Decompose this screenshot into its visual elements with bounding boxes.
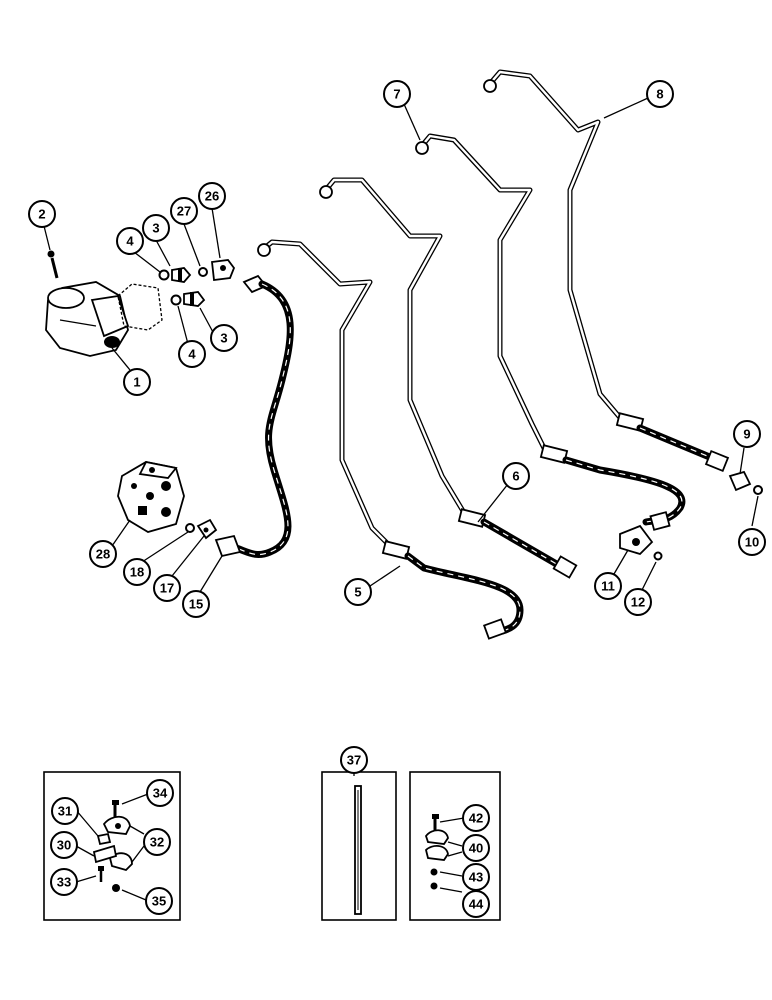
steering-control-valve xyxy=(117,460,185,533)
svg-text:26: 26 xyxy=(205,189,219,204)
leader-lines xyxy=(43,97,759,593)
callout-43: 43 xyxy=(462,863,490,891)
svg-text:11: 11 xyxy=(601,579,615,594)
svg-text:15: 15 xyxy=(189,597,203,612)
svg-text:7: 7 xyxy=(393,87,400,102)
svg-text:35: 35 xyxy=(152,894,166,909)
callout-8: 8 xyxy=(646,80,674,108)
callout-30: 30 xyxy=(50,831,78,859)
callout-18: 18 xyxy=(123,558,151,586)
callout-42: 42 xyxy=(462,804,490,832)
mounting-flange xyxy=(117,283,163,331)
callout-6: 6 xyxy=(502,462,530,490)
callout-35: 35 xyxy=(145,887,173,915)
callout-11: 11 xyxy=(594,572,622,600)
svg-text:33: 33 xyxy=(57,875,71,890)
svg-text:9: 9 xyxy=(743,427,750,442)
callout-17: 17 xyxy=(153,574,181,602)
adapter-fitting xyxy=(728,470,763,495)
svg-text:2: 2 xyxy=(38,207,45,222)
svg-text:10: 10 xyxy=(745,535,759,550)
line-5 xyxy=(257,239,524,640)
svg-text:8: 8 xyxy=(656,87,663,102)
callout-3-upper: 3 xyxy=(142,214,170,242)
detail-box-tie xyxy=(321,771,397,921)
svg-text:28: 28 xyxy=(96,547,110,562)
nut-35 xyxy=(112,884,120,892)
callout-40: 40 xyxy=(462,834,490,862)
callout-2: 2 xyxy=(28,200,56,228)
svg-text:44: 44 xyxy=(469,897,484,912)
svg-text:34: 34 xyxy=(153,786,168,801)
callout-28: 28 xyxy=(89,540,117,568)
svg-text:6: 6 xyxy=(512,469,519,484)
pump-assembly xyxy=(45,250,130,357)
bolt-33 xyxy=(98,866,104,882)
line-6 xyxy=(319,177,578,579)
callout-1: 1 xyxy=(123,368,151,396)
svg-text:4: 4 xyxy=(126,234,134,249)
svg-text:32: 32 xyxy=(150,835,164,850)
valve-fittings xyxy=(185,518,218,540)
svg-text:12: 12 xyxy=(631,595,645,610)
clamp-40 xyxy=(424,829,449,861)
callout-4-upper: 4 xyxy=(116,227,144,255)
svg-text:17: 17 xyxy=(160,581,174,596)
callout-26: 26 xyxy=(198,182,226,210)
hose-15 xyxy=(214,274,294,558)
svg-text:4: 4 xyxy=(188,347,196,362)
svg-text:18: 18 xyxy=(130,565,144,580)
callout-5: 5 xyxy=(344,578,372,606)
clamp-32-upper xyxy=(102,815,131,835)
svg-text:30: 30 xyxy=(57,838,71,853)
svg-text:27: 27 xyxy=(177,204,191,219)
nut-44 xyxy=(430,882,438,890)
callout-37: 37 xyxy=(340,746,368,774)
tie-strap-37 xyxy=(354,785,362,915)
callout-32: 32 xyxy=(143,828,171,856)
line-7 xyxy=(415,133,686,531)
callout-10: 10 xyxy=(738,528,766,556)
pump-fittings xyxy=(158,259,236,307)
elbow-fitting xyxy=(619,524,663,561)
callout-44: 44 xyxy=(462,890,490,918)
plate-30 xyxy=(92,844,118,864)
washer-43 xyxy=(430,868,438,876)
callout-3-lower: 3 xyxy=(210,324,238,352)
callout-27: 27 xyxy=(170,197,198,225)
callout-33: 33 xyxy=(50,868,78,896)
spacer-31 xyxy=(96,832,112,846)
svg-text:3: 3 xyxy=(220,331,227,346)
svg-text:42: 42 xyxy=(469,811,483,826)
svg-text:40: 40 xyxy=(469,841,483,856)
svg-text:3: 3 xyxy=(152,221,159,236)
callout-34: 34 xyxy=(146,779,174,807)
svg-text:5: 5 xyxy=(354,585,361,600)
svg-text:43: 43 xyxy=(469,870,483,885)
svg-text:37: 37 xyxy=(347,753,361,768)
callout-4-lower: 4 xyxy=(178,340,206,368)
callout-9: 9 xyxy=(733,420,761,448)
line-8 xyxy=(483,69,730,473)
svg-text:31: 31 xyxy=(58,804,72,819)
callout-12: 12 xyxy=(624,588,652,616)
svg-text:1: 1 xyxy=(133,375,140,390)
callout-7: 7 xyxy=(383,80,411,108)
callout-31: 31 xyxy=(51,797,79,825)
bolt-34 xyxy=(112,800,119,818)
callout-15: 15 xyxy=(182,590,210,618)
